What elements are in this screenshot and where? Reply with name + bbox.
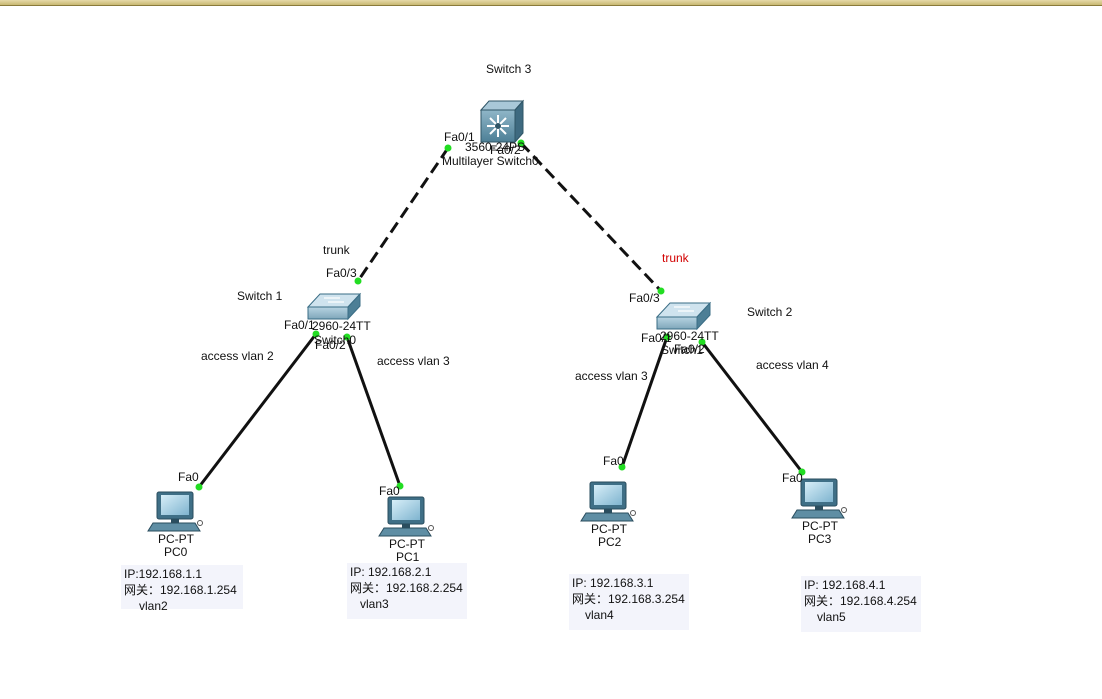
port-label-s2-fa03: Fa0/3 bbox=[629, 291, 660, 305]
note-pc2[interactable]: IP: 192.168.3.1 网关：192.168.3.254 vlan4 bbox=[569, 574, 689, 630]
port-label-pc1: Fa0 bbox=[379, 484, 400, 498]
port-light bbox=[195, 483, 203, 491]
port-light bbox=[343, 333, 351, 341]
port-light bbox=[657, 287, 665, 295]
port-light bbox=[618, 463, 626, 471]
pc2-type: PC-PT bbox=[591, 522, 627, 536]
window-top-border bbox=[0, 0, 1102, 6]
port-light bbox=[396, 482, 404, 490]
switch1-name: Switch0 bbox=[314, 333, 357, 347]
access-label-pc0: access vlan 2 bbox=[201, 349, 274, 363]
port-label-pc3: Fa0 bbox=[782, 471, 803, 485]
note-vlan: vlan3 bbox=[360, 597, 389, 611]
switch-icon[interactable] bbox=[306, 292, 362, 321]
pc1-name: PC1 bbox=[396, 550, 420, 564]
pc-icon[interactable] bbox=[147, 491, 203, 532]
pc1-type: PC-PT bbox=[389, 537, 425, 551]
note-gateway: 网关：192.168.1.254 bbox=[124, 583, 237, 597]
note-vlan: vlan5 bbox=[817, 610, 846, 624]
access-link-pc1[interactable] bbox=[345, 336, 402, 487]
ml-switch-name: Multilayer Switch0 bbox=[442, 154, 539, 168]
switch2-name: Switch1 bbox=[661, 343, 704, 357]
port-light bbox=[444, 144, 452, 152]
port-light bbox=[663, 333, 671, 341]
access-link-pc0[interactable] bbox=[197, 333, 318, 488]
note-vlan: vlan2 bbox=[139, 599, 168, 613]
pc3-name: PC3 bbox=[808, 532, 832, 546]
note-gateway: 网关：192.168.2.254 bbox=[350, 581, 463, 595]
pc2-name: PC2 bbox=[598, 535, 622, 549]
port-label-s2-fa02: Fa0/2 bbox=[674, 342, 705, 356]
note-pc3[interactable]: IP: 192.168.4.1 网关：192.168.4.254 vlan5 bbox=[801, 576, 921, 632]
pc0-name: PC0 bbox=[164, 545, 188, 559]
access-label-pc1: access vlan 3 bbox=[377, 354, 450, 368]
trunk-link-ml-s2[interactable] bbox=[519, 141, 663, 293]
note-pc0[interactable]: IP:192.168.1.1 网关：192.168.1.254 vlan2 bbox=[121, 565, 243, 613]
port-label-s1-fa02: Fa0/2 bbox=[315, 338, 346, 352]
port-label-s1-fa03: Fa0/3 bbox=[326, 266, 357, 280]
port-label-pc0: Fa0 bbox=[178, 470, 199, 484]
access-link-pc2[interactable] bbox=[620, 336, 669, 468]
pc-icon[interactable] bbox=[580, 481, 636, 522]
port-label-pc2: Fa0 bbox=[603, 454, 624, 468]
port-light bbox=[354, 277, 362, 285]
port-light bbox=[798, 468, 806, 476]
port-label-ml-fa01: Fa0/1 bbox=[444, 130, 475, 144]
switch1-title: Switch 1 bbox=[237, 289, 283, 303]
note-ip: IP:192.168.1.1 bbox=[124, 567, 203, 581]
port-lights bbox=[195, 139, 806, 491]
note-ip: IP: 192.168.4.1 bbox=[804, 578, 886, 592]
access-link-pc3[interactable] bbox=[700, 341, 804, 473]
port-light bbox=[312, 330, 320, 338]
port-label-s2-fa01: Fa0/1 bbox=[641, 331, 672, 345]
ml-switch-model: 3560-24PS bbox=[465, 140, 526, 154]
switch2-model: 2960-24TT bbox=[660, 329, 719, 343]
port-label-ml-fa02: Fa0/2 bbox=[490, 143, 521, 157]
note-ip: IP: 192.168.3.1 bbox=[572, 576, 654, 590]
pc-icon[interactable] bbox=[791, 478, 847, 519]
switch3-title: Switch 3 bbox=[486, 62, 532, 76]
note-vlan: vlan4 bbox=[585, 608, 614, 622]
note-gateway: 网关：192.168.4.254 bbox=[804, 594, 917, 608]
trunk-label-right: trunk bbox=[662, 251, 689, 265]
pc0-type: PC-PT bbox=[158, 532, 194, 546]
port-light bbox=[698, 338, 706, 346]
access-label-pc3: access vlan 4 bbox=[756, 358, 829, 372]
switch2-title: Switch 2 bbox=[747, 305, 793, 319]
switch1-model: 2960-24TT bbox=[312, 319, 371, 333]
trunk-label-left: trunk bbox=[323, 243, 350, 257]
access-label-pc2: access vlan 3 bbox=[575, 369, 648, 383]
pc3-type: PC-PT bbox=[802, 519, 838, 533]
multilayer-switch-icon[interactable] bbox=[479, 99, 525, 144]
port-light bbox=[517, 139, 525, 147]
port-label-s1-fa01: Fa0/1 bbox=[284, 318, 315, 332]
note-ip: IP: 192.168.2.1 bbox=[350, 565, 432, 579]
note-gateway: 网关：192.168.3.254 bbox=[572, 592, 685, 606]
note-pc1[interactable]: IP: 192.168.2.1 网关：192.168.2.254 vlan3 bbox=[347, 563, 467, 619]
pc-icon[interactable] bbox=[378, 496, 434, 537]
switch-icon[interactable] bbox=[655, 301, 712, 331]
trunk-link-ml-s1[interactable] bbox=[356, 147, 450, 282]
